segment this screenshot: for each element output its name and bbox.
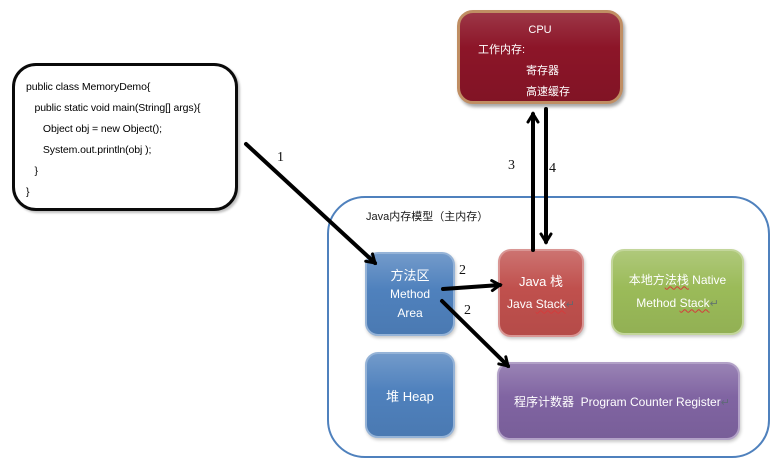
java-stack-en-word1: Java [507, 296, 536, 311]
native-method-stack-box: 本地方法栈 Native Method Stack↵ [611, 249, 744, 335]
code-line: } [26, 186, 30, 198]
java-stack-label-en: Java Stack↵ [507, 293, 575, 317]
java-code-box: public class MemoryDemo{ public static v… [12, 63, 238, 211]
java-stack-box: Java 栈 Java Stack↵ [498, 249, 584, 337]
heap-label: 堆 Heap [386, 388, 434, 404]
native-stack-cn-a: 本地方 [628, 272, 665, 287]
arrow-label-step3: 3 [508, 158, 515, 173]
program-counter-box: 程序计数器 Program Counter Register↵ [497, 362, 740, 440]
code-line: public static void main(String[] args){ [26, 102, 201, 114]
arrow-label-step2-pc: 2 [464, 303, 471, 318]
method-area-label-cn: 方法区 [390, 267, 430, 283]
native-stack-cn-b: 法栈 [664, 272, 689, 287]
cpu-cache-label: 高速缓存 [526, 86, 570, 98]
program-counter-text: 程序计数器 Program Counter Register [514, 394, 721, 409]
method-area-label-en-2: Area [397, 305, 423, 320]
cpu-register-label: 寄存器 [526, 65, 559, 77]
cpu-title: CPU [528, 24, 552, 36]
arrow-label-step4: 4 [549, 161, 556, 176]
arrow-label-step1: 1 [277, 150, 284, 165]
method-area-box: 方法区 Method Area [365, 252, 455, 336]
return-mark-icon: ↵ [709, 297, 719, 310]
native-stack-label-line1: 本地方法栈 Native [629, 269, 726, 292]
code-line: Object obj = new Object(); [26, 123, 162, 135]
method-area-label-en-1: Method [389, 286, 431, 301]
code-line: System.out.println(obj ); [26, 144, 152, 156]
heap-box: 堆 Heap [365, 352, 455, 438]
arrow-label-step2-stack: 2 [459, 263, 466, 278]
java-stack-en-word2: Stack [535, 296, 566, 311]
native-stack-label-line2: Method Stack↵ [636, 292, 719, 316]
native-stack-en-a: Native [688, 272, 727, 287]
program-counter-label: 程序计数器 Program Counter Register↵ [514, 393, 730, 410]
memory-model-title: Java内存模型（主内存） [366, 211, 489, 223]
cpu-box: CPU 工作内存: 寄存器 高速缓存 [457, 10, 623, 104]
return-mark-icon: ↵ [720, 396, 730, 409]
java-stack-label-cn: Java 栈 [518, 273, 564, 289]
native-stack-en-c: Stack [679, 295, 710, 310]
return-mark-icon: ↵ [565, 298, 575, 311]
cpu-working-memory-label: 工作内存: [478, 44, 526, 56]
native-stack-en-b: Method [636, 295, 680, 310]
code-line: } [26, 165, 38, 177]
code-line: public class MemoryDemo{ [26, 81, 151, 93]
